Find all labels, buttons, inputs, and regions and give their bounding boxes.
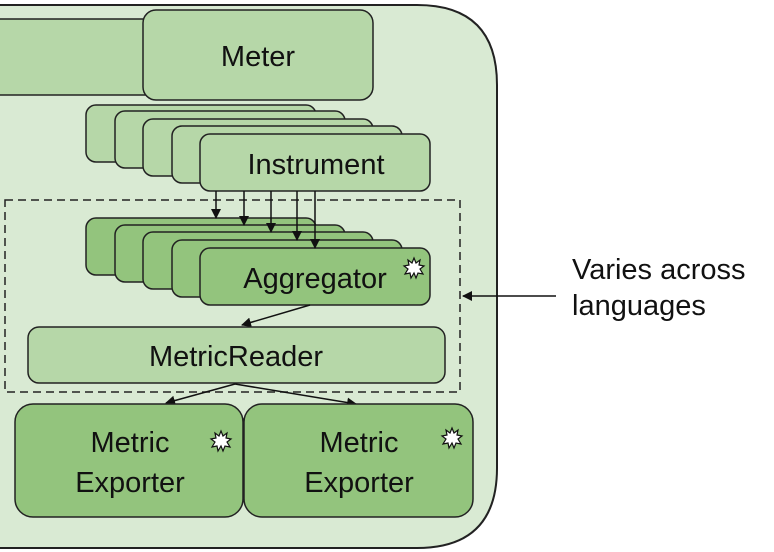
meter-label: Meter: [221, 41, 295, 73]
aggregator-stack: Aggregator: [85, 217, 431, 306]
metric-reader-node: MetricReader: [27, 326, 446, 384]
exporter-label-line1: Metric: [91, 427, 170, 459]
instrument-aggregator-arrows: [211, 191, 320, 249]
instrument-stack: Instrument: [85, 104, 431, 192]
annotation-line1: Varies across: [572, 254, 746, 286]
exporter-label-line2: Exporter: [304, 467, 414, 499]
language-specific-region: [4, 199, 461, 393]
meter-node: Meter: [142, 9, 374, 101]
metric-exporter-node: Metric Exporter: [243, 403, 474, 518]
metric-reader-label: MetricReader: [149, 341, 323, 373]
aggregator-label: Aggregator: [243, 263, 387, 295]
arrow: [241, 304, 311, 328]
arrow: [165, 383, 236, 406]
metric-exporter-node: Metric Exporter: [14, 403, 244, 518]
exporter-label-line1: Metric: [320, 427, 399, 459]
exporter-label-line2: Exporter: [75, 467, 185, 499]
annotation-line2: languages: [572, 290, 706, 322]
arrow: [234, 383, 357, 408]
other-meter-box: [0, 18, 156, 96]
instrument-label: Instrument: [248, 149, 385, 181]
